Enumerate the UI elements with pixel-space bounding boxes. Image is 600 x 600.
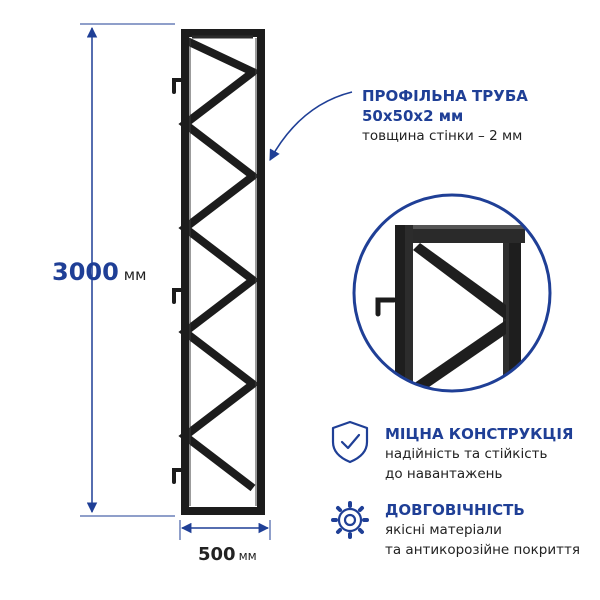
profile-pointer-arrow — [269, 91, 353, 161]
height-value: 3000 — [52, 258, 119, 286]
feature-line: до навантажень — [385, 466, 503, 482]
profile-note: товщина стінки – 2 мм — [362, 128, 523, 144]
truss-inner-edges — [189, 38, 257, 506]
profile-callout: ПРОФІЛЬНА ТРУБА 50х50х2 мм товщина стінк… — [362, 86, 528, 146]
truss-frame — [178, 29, 265, 515]
feature-durability: ДОВГОВІЧНІСТЬ якісні матеріали та антико… — [385, 500, 580, 560]
shield-check-icon — [331, 420, 369, 464]
feature-title: ДОВГОВІЧНІСТЬ — [385, 501, 525, 519]
width-dimension-line — [179, 520, 271, 540]
profile-title: ПРОФІЛЬНА ТРУБА — [362, 87, 528, 105]
feature-line: надійність та стійкість — [385, 446, 548, 462]
zoom-detail — [352, 193, 552, 393]
feature-line: та антикорозійне покриття — [385, 542, 580, 558]
feature-line: якісні матеріали — [385, 522, 502, 538]
width-unit: мм — [238, 549, 257, 563]
height-dimension-line — [80, 23, 175, 517]
profile-size: 50х50х2 мм — [362, 107, 464, 125]
feature-title: МІЦНА КОНСТРУКЦІЯ — [385, 425, 574, 443]
feature-strength: МІЦНА КОНСТРУКЦІЯ надійність та стійкіст… — [385, 424, 573, 484]
mounting-hooks — [172, 78, 186, 484]
height-unit: мм — [123, 266, 147, 284]
gear-icon — [331, 501, 369, 539]
width-value: 500 — [198, 544, 236, 565]
